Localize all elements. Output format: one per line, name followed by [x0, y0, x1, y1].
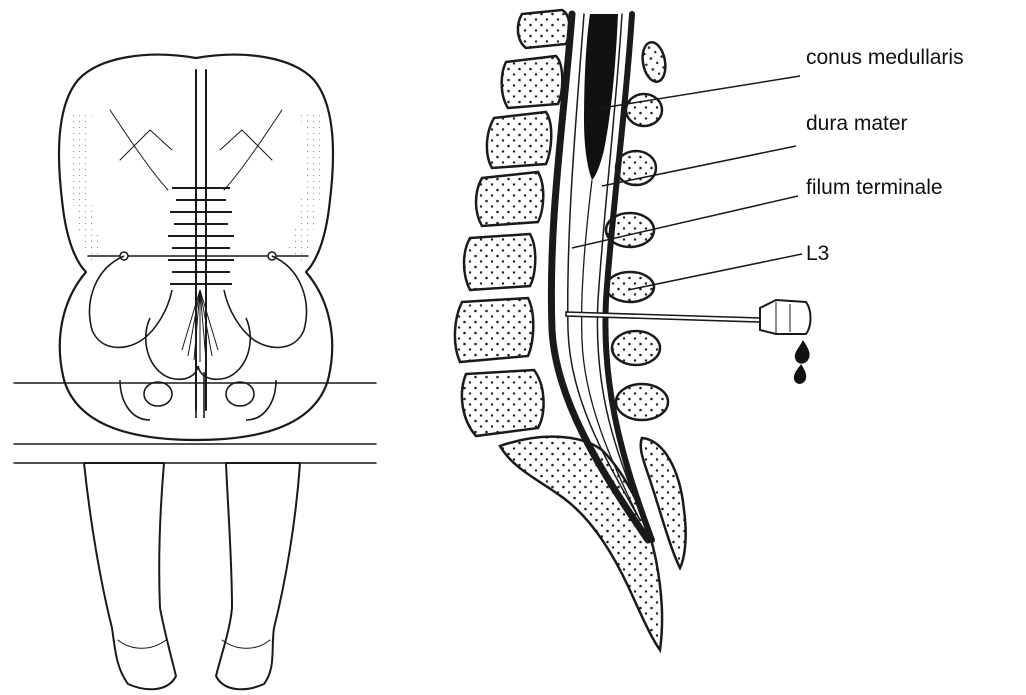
- seated-patient-illustration: [14, 55, 376, 690]
- sacrum: [500, 437, 662, 650]
- legs: [84, 463, 300, 689]
- label-dura-mater: dura mater: [806, 112, 908, 135]
- spine-section-illustration: conus medullaris dura mater filum termin…: [455, 10, 964, 650]
- label-filum-terminale: filum terminale: [806, 176, 943, 199]
- back-shading: [69, 110, 104, 262]
- conus-medullaris: [584, 14, 618, 180]
- spine-drawing: [168, 70, 234, 410]
- pelvis-drawing: [90, 256, 307, 420]
- label-conus-medullaris: conus medullaris: [806, 46, 964, 69]
- label-l3: L3: [806, 242, 829, 265]
- csf-drops: [794, 340, 810, 384]
- labels: conus medullaris dura mater filum termin…: [806, 46, 964, 265]
- iliac-crest-line: [88, 252, 308, 260]
